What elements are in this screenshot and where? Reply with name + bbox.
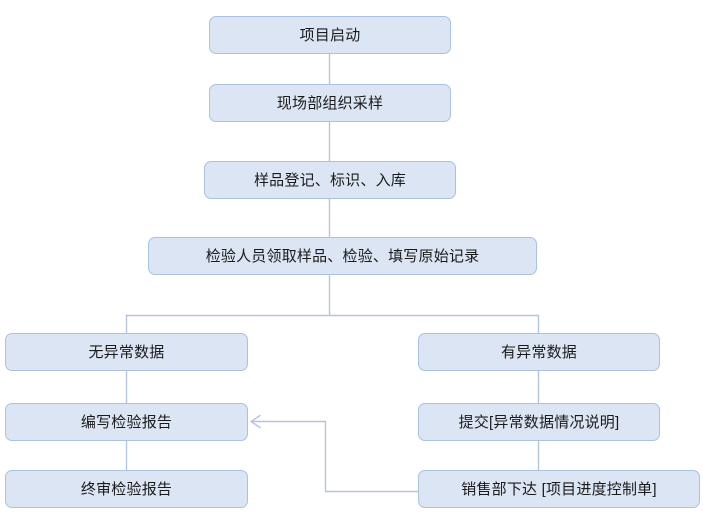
- flow-node-label: 销售部下达 [项目进度控制单]: [461, 480, 657, 498]
- flow-node-label: 有异常数据: [500, 343, 577, 361]
- flow-node-label: 样品登记、标识、入库: [253, 171, 406, 189]
- flow-node-label: 项目启动: [299, 26, 361, 44]
- flow-node-label: 终审检验报告: [80, 480, 173, 498]
- flow-node-n10[interactable]: 销售部下达 [项目进度控制单]: [418, 470, 700, 508]
- flow-node-n9[interactable]: 终审检验报告: [5, 470, 248, 508]
- flow-node-label: 提交[异常数据情况说明]: [458, 413, 620, 431]
- flow-node-n3[interactable]: 样品登记、标识、入库: [204, 161, 456, 199]
- flow-node-n2[interactable]: 现场部组织采样: [209, 84, 451, 122]
- flow-node-label: 无异常数据: [88, 343, 165, 361]
- flow-node-label: 检验人员领取样品、检验、填写原始记录: [205, 247, 480, 265]
- connector-n10-to-n7: [252, 420, 418, 493]
- flow-node-n4[interactable]: 检验人员领取样品、检验、填写原始记录: [148, 237, 537, 275]
- flow-node-label: 现场部组织采样: [276, 94, 384, 112]
- flow-node-n1[interactable]: 项目启动: [209, 16, 451, 54]
- flow-node-label: 编写检验报告: [80, 413, 173, 431]
- flow-node-n5[interactable]: 无异常数据: [5, 333, 248, 371]
- connector-branch-to-n5: [125, 314, 330, 333]
- flow-node-n6[interactable]: 有异常数据: [418, 333, 660, 371]
- connector-branch-to-n6: [329, 314, 540, 333]
- flow-node-n7[interactable]: 编写检验报告: [5, 403, 248, 441]
- flow-node-n8[interactable]: 提交[异常数据情况说明]: [418, 403, 660, 441]
- arrowhead-icon: [250, 414, 261, 429]
